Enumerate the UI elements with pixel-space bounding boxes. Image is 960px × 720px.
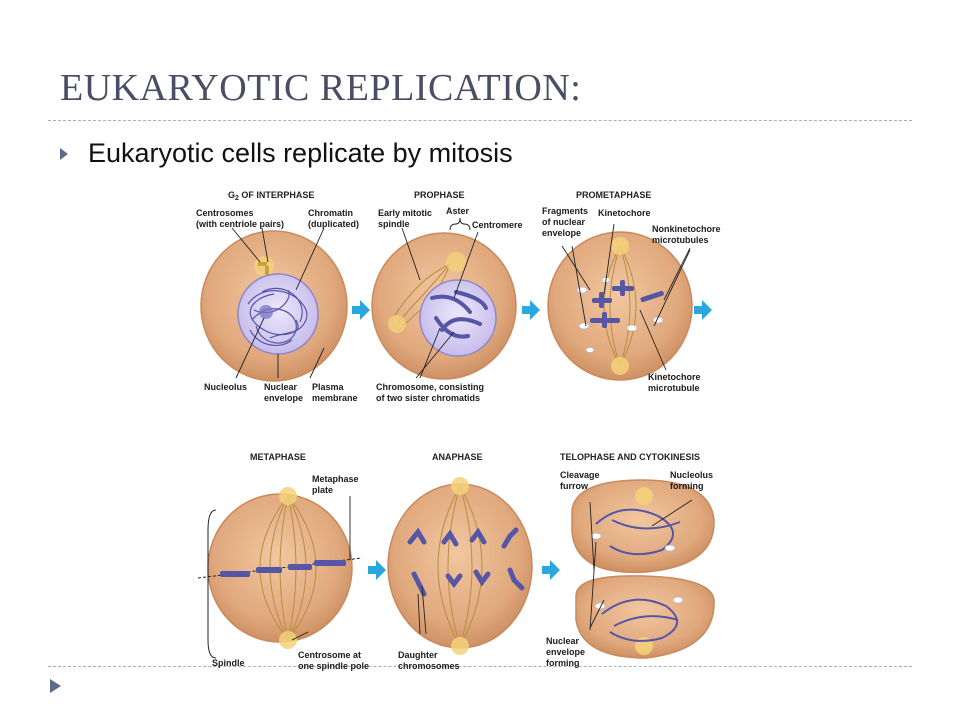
label-kinetochore: Kinetochore bbox=[598, 208, 651, 218]
phase-g2-interphase: G2 OF INTERPHASE bbox=[200, 190, 348, 382]
phase-arrows bbox=[352, 300, 712, 580]
metaphase-chromosomes bbox=[220, 560, 346, 577]
bullet-text: Eukaryotic cells replicate by mitosis bbox=[88, 138, 513, 168]
arrow-anaphase-to-telophase bbox=[542, 560, 560, 580]
phase-metaphase: METAPHASE bbox=[197, 452, 363, 659]
title-divider bbox=[48, 120, 912, 121]
label-nucleolus: Nucleolus bbox=[204, 382, 247, 392]
footer-triangle-icon bbox=[50, 679, 61, 693]
phase-prophase: PROPHASE bbox=[371, 190, 517, 380]
chromatin bbox=[247, 287, 308, 347]
label-chromatin: Chromatin(duplicated) bbox=[308, 208, 359, 229]
slide-title: EUKARYOTIC REPLICATION: bbox=[60, 67, 582, 109]
daughter-chromosomes bbox=[407, 527, 525, 597]
leader-lines bbox=[231, 217, 693, 641]
phase-title-metaphase: METAPHASE bbox=[250, 452, 306, 462]
anaphase-spindle bbox=[437, 485, 483, 647]
prophase-chromosomes bbox=[430, 290, 488, 339]
aster-top bbox=[446, 252, 466, 272]
metaphase-spindle bbox=[259, 495, 317, 641]
cell-anaphase bbox=[387, 483, 533, 649]
phase-title-anaphase: ANAPHASE bbox=[432, 452, 483, 462]
telophase-chromatin bbox=[595, 508, 681, 642]
arrow-g2-to-prophase bbox=[352, 300, 370, 320]
arrow-metaphase-to-anaphase bbox=[368, 560, 386, 580]
bullet-triangle-icon bbox=[60, 147, 68, 160]
phase-telophase: TELOPHASE AND CYTOKINESIS bbox=[560, 452, 715, 659]
label-spindle: Spindle bbox=[212, 658, 245, 668]
label-centromere: Centromere bbox=[472, 220, 523, 230]
arrow-prophase-to-prometaphase bbox=[522, 300, 540, 320]
phase-title-g2: G2 OF INTERPHASE bbox=[228, 190, 314, 202]
phase-prometaphase: PROMETAPHASE bbox=[547, 190, 693, 381]
arrow-prometaphase-to-metaphase bbox=[694, 300, 712, 320]
phase-title-prometaphase: PROMETAPHASE bbox=[576, 190, 651, 200]
diagram-labels: Centrosomes(with centriole pairs) Chroma… bbox=[196, 206, 721, 671]
cell-prometaphase bbox=[547, 231, 693, 381]
daughter-cell-top bbox=[571, 479, 715, 574]
phase-title-telophase: TELOPHASE AND CYTOKINESIS bbox=[560, 452, 700, 462]
mitosis-diagram: G2 OF INTERPHASE PROPHASE bbox=[196, 190, 721, 671]
spindle-bracket bbox=[207, 509, 217, 659]
phase-anaphase: ANAPHASE bbox=[387, 452, 533, 655]
prometaphase-chromosomes bbox=[590, 280, 664, 328]
phase-title-prophase: PROPHASE bbox=[414, 190, 465, 200]
footer-divider bbox=[48, 666, 912, 667]
nucleolus-g2 bbox=[259, 305, 273, 319]
aster-left bbox=[388, 315, 406, 333]
bullet-item: Eukaryotic cells replicate by mitosis bbox=[58, 138, 513, 169]
label-aster: Aster bbox=[446, 206, 470, 216]
telophase-envelope bbox=[590, 532, 684, 610]
label-centrosomes: Centrosomes(with centriole pairs) bbox=[196, 208, 284, 229]
